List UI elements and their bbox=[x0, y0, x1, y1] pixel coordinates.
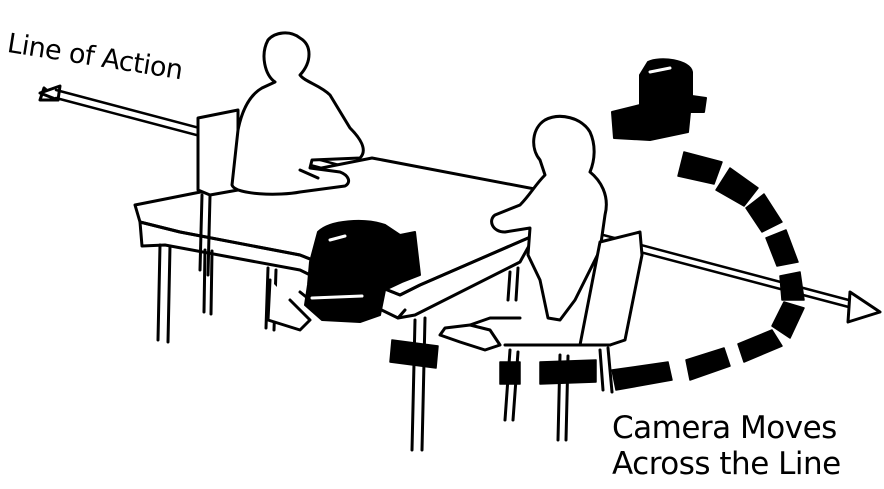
camera-caption-line-1: Camera Moves bbox=[612, 410, 841, 446]
camera-caption: Camera Moves Across the Line bbox=[612, 410, 841, 482]
camera-front bbox=[305, 221, 420, 322]
camera-top-right bbox=[612, 59, 706, 140]
camera-caption-line-2: Across the Line bbox=[612, 446, 841, 482]
